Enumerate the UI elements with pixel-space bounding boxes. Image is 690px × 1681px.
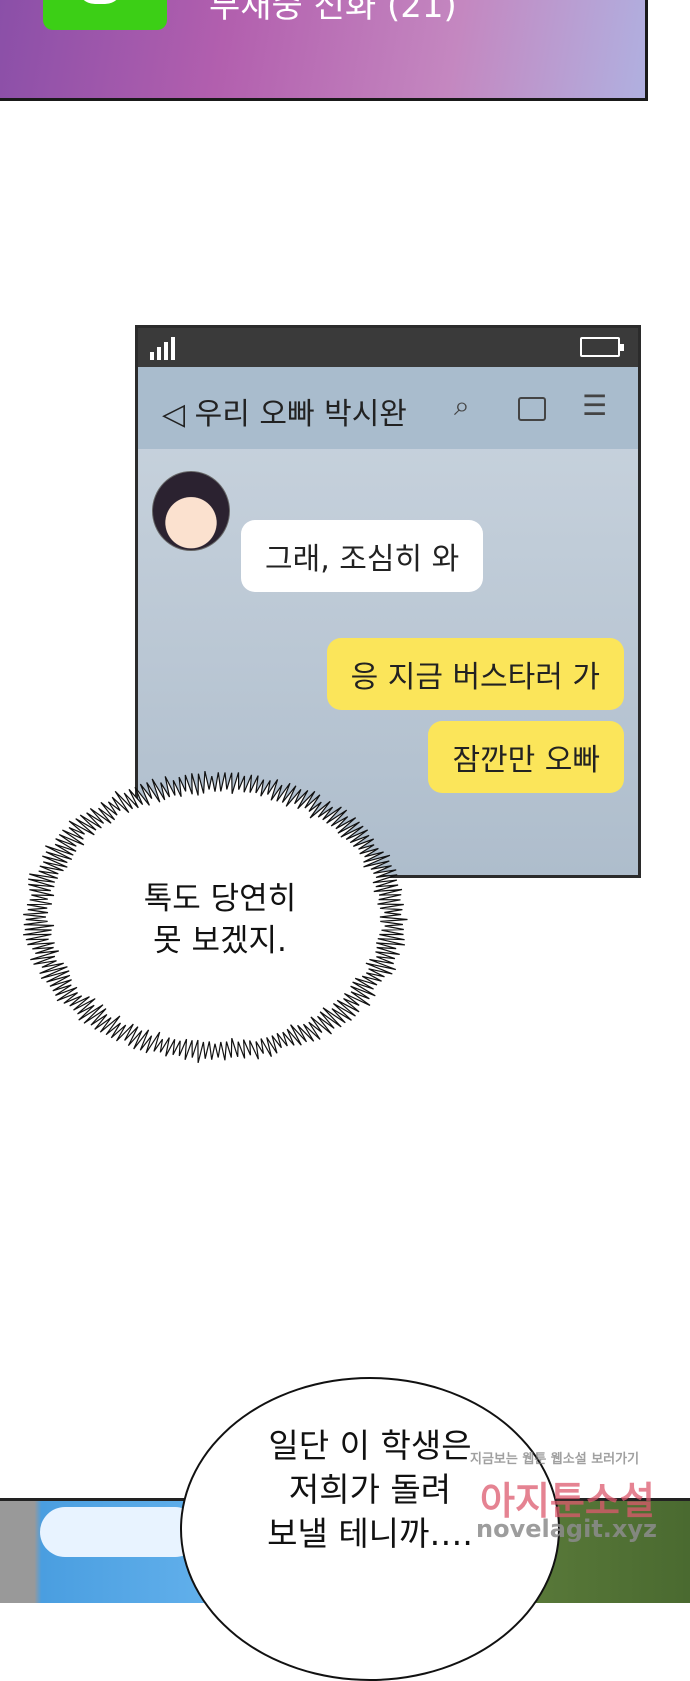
avatar[interactable] xyxy=(152,471,230,551)
notification-text: 부재중 전화 (21) xyxy=(209,0,457,27)
text-line: 못 보겠지. xyxy=(100,920,340,962)
watermark-url: novelagit.xyz xyxy=(476,1515,657,1543)
text-line: 보낼 테니까…. xyxy=(220,1512,520,1556)
speech-bubble-text: 일단 이 학생은 저희가 돌려 보낼 테니까…. xyxy=(220,1424,520,1556)
text-line: 저희가 돌려 xyxy=(220,1468,520,1512)
thought-bubble-text: 톡도 당연히 못 보겠지. xyxy=(100,878,340,962)
chat-title: 우리 오빠 박시완 xyxy=(195,397,407,432)
message-bubble-received: 그래, 조심히 와 xyxy=(241,520,483,592)
text-line: 톡도 당연히 xyxy=(100,878,340,920)
phone-app-icon xyxy=(43,0,167,30)
signal-icon xyxy=(150,336,180,360)
battery-icon xyxy=(580,337,620,357)
menu-icon[interactable]: ☰ xyxy=(582,389,607,422)
back-icon[interactable]: ◁ xyxy=(162,397,185,432)
status-bar xyxy=(138,328,638,367)
search-icon[interactable]: ⌕ xyxy=(454,389,470,423)
drawer-icon[interactable] xyxy=(518,397,546,421)
missed-call-notification[interactable]: 부재중 전화 (21) xyxy=(0,0,648,101)
message-bubble-sent: 응 지금 버스타러 가 xyxy=(327,638,624,710)
cloud xyxy=(40,1507,200,1557)
chat-header: ◁ 우리 오빠 박시완 ⌕ ☰ xyxy=(138,367,638,449)
watermark-tagline: 지금보는 웹툰 웹소설 보러가기 xyxy=(470,1448,639,1467)
message-bubble-sent: 잠깐만 오빠 xyxy=(428,721,624,793)
